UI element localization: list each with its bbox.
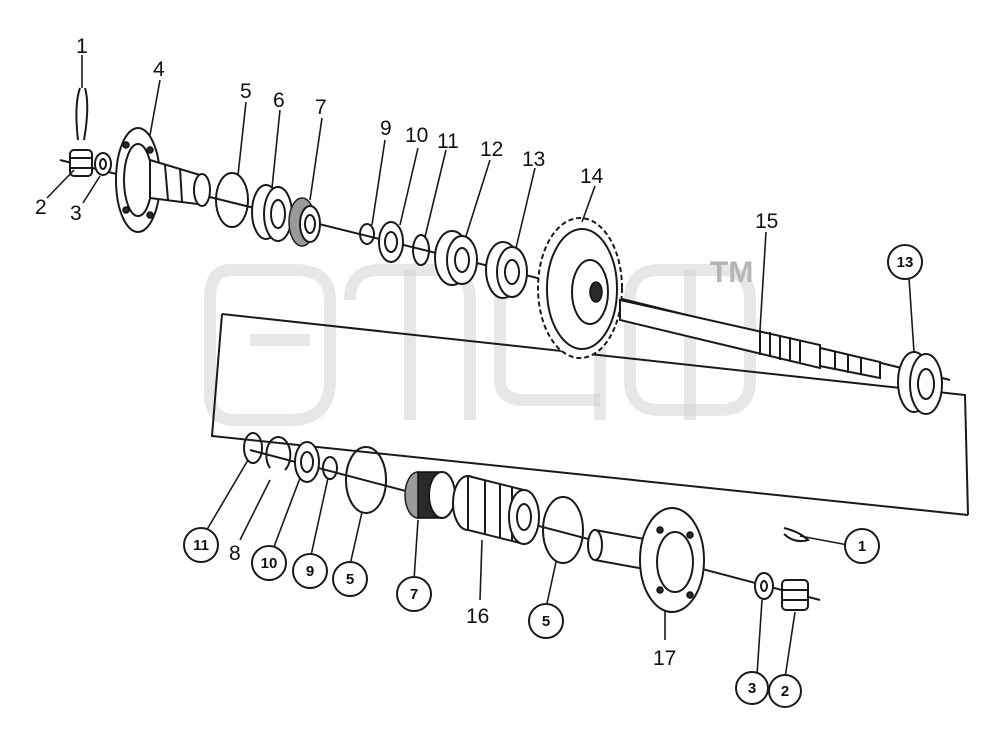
circled-label-7: 7 (396, 576, 432, 612)
cotter-pin-lower (783, 527, 810, 543)
svg-text:5: 5 (542, 613, 550, 630)
race-10-lower (294, 441, 320, 483)
circled-label-5-right: 5 (528, 603, 564, 639)
circled-label-2: 2 (768, 674, 802, 708)
label-7: 7 (315, 96, 327, 119)
label-15: 15 (755, 210, 778, 233)
svg-text:2: 2 (781, 683, 789, 700)
o-ring-upper (215, 172, 249, 228)
label-14: 14 (580, 165, 604, 188)
label-6: 6 (273, 89, 285, 112)
circled-label-9: 9 (292, 553, 328, 589)
roller-bearing-lower (404, 471, 456, 519)
label-13: 13 (522, 148, 545, 171)
circled-label-10: 10 (251, 545, 287, 581)
ring-11-upper (412, 234, 430, 266)
ring-11-lower (243, 432, 263, 464)
svg-text:1: 1 (858, 538, 866, 555)
bearing-6 (251, 184, 293, 242)
o-ring-lower-left (345, 446, 387, 514)
label-5: 5 (240, 80, 252, 103)
flanged-hub-lower (587, 507, 705, 613)
washer-lower (754, 572, 774, 600)
snap-ring (265, 436, 292, 471)
watermark-trademark: TM (710, 256, 753, 289)
svg-text:5: 5 (346, 571, 354, 588)
label-12: 12 (480, 138, 503, 161)
o-ring-lower-right (542, 496, 584, 564)
leader-lines (46, 55, 915, 679)
circled-label-3: 3 (735, 671, 769, 705)
part-labels: 1 2 3 4 5 6 7 9 10 11 12 13 14 15 8 16 1… (35, 35, 778, 670)
spur-gear (537, 217, 623, 359)
bearing-13 (485, 241, 528, 299)
label-17: 17 (653, 647, 676, 670)
splined-shaft (619, 298, 881, 380)
svg-text:7: 7 (410, 586, 418, 603)
watermark-logo: TM (204, 256, 756, 426)
ring-9-upper (359, 223, 375, 245)
label-9: 9 (380, 117, 392, 140)
castle-nut-upper (69, 149, 93, 177)
roller-bearing-upper (288, 197, 321, 247)
svg-text:10: 10 (261, 555, 278, 572)
circled-label-1: 1 (844, 528, 880, 564)
circled-label-5-left: 5 (332, 561, 368, 597)
label-2: 2 (35, 196, 47, 219)
label-16: 16 (466, 605, 489, 628)
cotter-pin-upper (75, 87, 89, 141)
bearing-12 (434, 230, 478, 286)
ring-9-lower (322, 456, 338, 480)
castle-nut-lower (781, 579, 809, 611)
svg-text:11: 11 (193, 537, 209, 554)
label-8: 8 (229, 542, 241, 565)
sleeve-16 (452, 474, 540, 546)
bearing-13-right (897, 351, 943, 415)
flanged-hub (115, 127, 211, 233)
circled-label-13: 13 (887, 244, 923, 280)
label-1: 1 (76, 35, 88, 58)
circled-label-11: 11 (183, 527, 219, 563)
race-10-upper (378, 221, 404, 263)
assembly-frame-lines (210, 313, 969, 516)
svg-text:13: 13 (897, 254, 914, 271)
circled-labels: 13 11 10 9 5 7 5 1 (183, 244, 923, 708)
label-3: 3 (70, 202, 82, 225)
label-10: 10 (405, 124, 428, 147)
svg-text:3: 3 (748, 680, 756, 697)
washer-upper (94, 152, 112, 176)
svg-text:9: 9 (306, 563, 314, 580)
label-11: 11 (437, 130, 459, 153)
label-4: 4 (153, 58, 165, 81)
